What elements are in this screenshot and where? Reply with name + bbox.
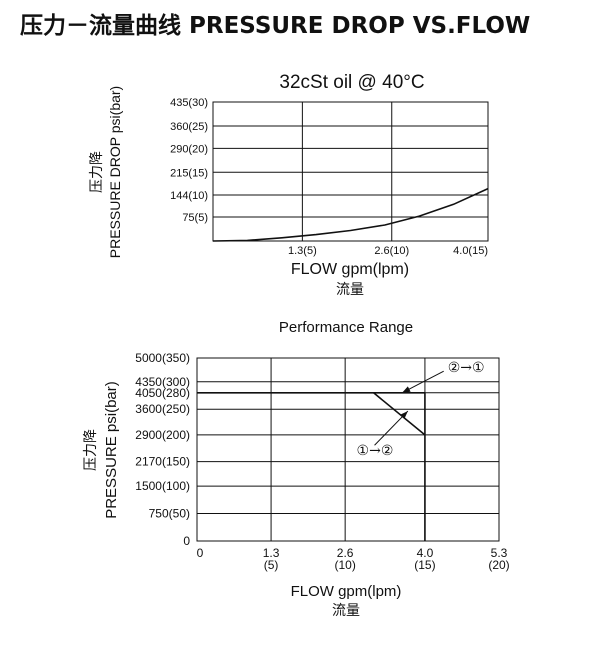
chart1-y-tick-label-4: 360(25) (170, 121, 208, 133)
chart1-x-tick-label-0: 1.3(5) (288, 245, 317, 257)
chart2-y-axis-label-cn: 压力降 (83, 429, 99, 471)
page-title: 压力－流量曲线 PRESSURE DROP VS.FLOW (20, 13, 531, 39)
chart2-x-tick-label-0: 0 (197, 546, 204, 560)
chart2-series (197, 392, 426, 436)
chart2-title: Performance Range (279, 319, 413, 336)
chart1-y-axis-label-cn: 压力降 (89, 151, 105, 193)
chart1-y-tick-label-3: 290(20) (170, 143, 208, 155)
chart2-y-tick-label-7: 4350(300) (135, 375, 190, 389)
chart2-x-tick-label-2: 2.6 (337, 546, 354, 560)
chart2-x-ticks: 0 1.3(5) 2.6(10) 4.0(15) 5.3(20) (197, 546, 510, 572)
chart2-annotation-arrowhead-0 (402, 386, 411, 393)
chart1-title: 32cSt oil @ 40°C (279, 72, 424, 93)
chart1-x-axis-label-cn: 流量 (336, 282, 364, 298)
chart1-x-ticks: 1.3(5) 2.6(10) 4.0(15) (288, 245, 488, 257)
chart2-x-axis-label-cn: 流量 (332, 603, 360, 619)
chart2-x-tick-label-1: 1.3 (263, 546, 280, 560)
chart2-x-tick-label-3: 4.0 (417, 546, 434, 560)
performance-range-chart: Performance Range ②→① ①→② 0 750(50) 1500(10… (83, 319, 510, 619)
chart2-y-ticks: 0 750(50) 1500(100) 2170(150) 2900(200) 3600(… (135, 351, 190, 548)
chart2-y-tick-label-6: 4050(280) (135, 386, 190, 400)
chart2-y-tick-label-1: 750(50) (149, 507, 190, 521)
chart1-x-tick-label-1: 2.6(10) (374, 245, 409, 257)
chart2-y-tick-label-4: 2900(200) (135, 428, 190, 442)
chart2-x-tick-sub-4: (20) (488, 558, 509, 572)
chart1-y-tick-label-2: 215(15) (170, 167, 208, 179)
chart2-annotation-label-0: ②→① (448, 360, 485, 376)
chart2-y-tick-label-5: 3600(250) (135, 402, 190, 416)
chart2-x-tick-sub-2: (10) (334, 558, 355, 572)
chart2-annotation-label-1: ①→② (357, 443, 394, 459)
chart1-x-tick-label-2: 4.0(15) (453, 245, 488, 257)
chart1-y-tick-label-5: 435(30) (170, 97, 208, 109)
chart2-y-tick-label-3: 2170(150) (135, 455, 190, 469)
chart2-x-tick-sub-3: (15) (414, 558, 435, 572)
pressure-drop-chart: 32cSt oil @ 40°C 75(5) 144(10) 215(15) 290(… (89, 72, 489, 298)
chart2-y-tick-label-0: 0 (183, 534, 190, 548)
chart2-y-tick-label-2: 1500(100) (135, 479, 190, 493)
chart1-grid (213, 102, 488, 241)
chart1-curve (212, 187, 489, 242)
chart1-y-tick-label-1: 144(10) (170, 190, 208, 202)
chart2-x-tick-sub-1: (5) (264, 558, 279, 572)
chart2-grid (197, 358, 499, 541)
chart2-x-axis-label: FLOW gpm(lpm) (291, 583, 402, 600)
chart1-y-ticks: 75(5) 144(10) 215(15) 290(20) 360(25) 435(30) (170, 97, 208, 224)
chart2-annotation-arrowhead-1 (400, 411, 408, 419)
chart2-frame (196, 357, 500, 542)
chart1-x-axis-label: FLOW gpm(lpm) (291, 261, 409, 278)
chart2-y-axis-label: PRESSURE psi(bar) (103, 381, 120, 519)
chart1-y-axis-label: PRESSURE DROP psi(bar) (107, 86, 123, 258)
chart2-x-tick-label-4: 5.3 (491, 546, 508, 560)
chart2-y-tick-label-8: 5000(350) (135, 351, 190, 365)
chart2-annotations: ②→① ①→② (357, 360, 485, 459)
chart1-y-tick-label-0: 75(5) (182, 212, 208, 224)
chart1-frame (212, 101, 489, 242)
chart2-series-line-1 (373, 392, 426, 436)
